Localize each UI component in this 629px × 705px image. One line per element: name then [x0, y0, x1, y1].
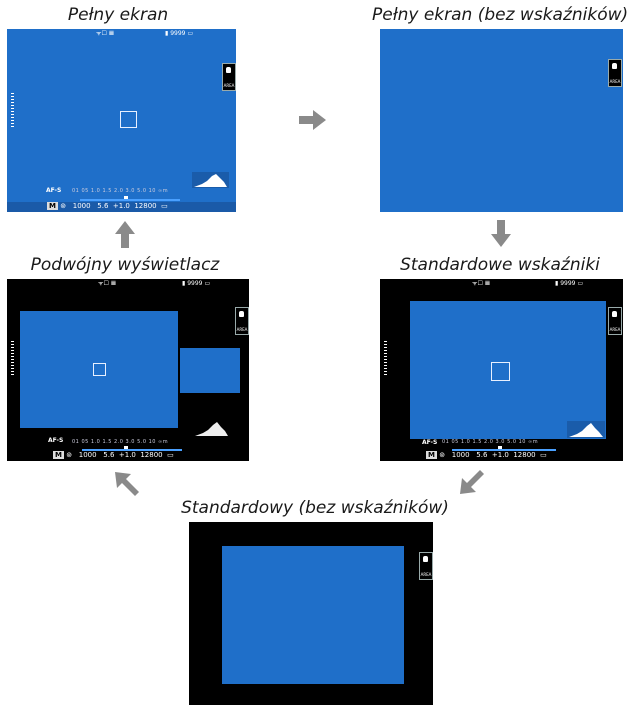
battery-icon: ▭ — [577, 280, 584, 287]
area-label: AREA — [609, 79, 621, 84]
screen-full: ᯤ☐ 𝌆 ▮ 9999 ▭ AREA AF-S 01 05 1.0 1.5 2.… — [7, 29, 236, 212]
top-left-indicators: ᯤ☐ 𝌆 — [96, 30, 115, 37]
battery-small-icon: ▭ — [161, 202, 168, 210]
arrow-up-icon — [115, 221, 135, 248]
exposure-compensation: +1.0 — [118, 451, 136, 459]
area-button[interactable]: AREA — [222, 63, 236, 91]
screen-full-no-info: AREA — [380, 29, 623, 212]
touch-icon — [239, 311, 244, 317]
battery-small-icon: ▭ — [540, 451, 547, 459]
distance-scale: 01 05 1.0 1.5 2.0 3.0 5.0 10 ∞m — [72, 188, 169, 194]
aperture: 5.6 — [103, 451, 115, 459]
metering-icon: ⊚ — [60, 202, 67, 210]
area-button[interactable]: AREA — [419, 552, 433, 580]
exposure-scale — [11, 341, 14, 377]
screen-standard-no-info: AREA — [189, 522, 433, 705]
focus-distance-bar — [82, 449, 182, 451]
touch-icon — [612, 311, 617, 317]
focus-indicator — [498, 446, 502, 449]
title-standard-info: Standardowe wskaźniki — [400, 255, 600, 275]
mode-badge: M — [53, 451, 64, 459]
aperture: 5.6 — [97, 202, 109, 210]
title-full-screen: Pełny ekran — [67, 5, 169, 25]
top-right-indicators: ▮ 9999 ▭ — [182, 280, 210, 288]
main-view — [20, 311, 178, 428]
aperture: 5.6 — [476, 451, 488, 459]
title-dual-display: Podwójny wyświetlacz — [30, 255, 220, 275]
metering-icon: ⊚ — [439, 451, 446, 459]
mode-badge: M — [426, 451, 437, 459]
focus-distance-bar — [452, 449, 556, 451]
area-label: AREA — [420, 572, 432, 577]
shutter-speed: 1000 — [72, 202, 91, 210]
screen-standard: ᯤ☐ 𝌆 ▮ 9999 ▭ AREA AF-S 01 05 1.0 1.5 2.… — [380, 279, 623, 461]
focus-frame — [120, 111, 137, 128]
focus-frame — [93, 363, 106, 376]
shutter-speed: 1000 — [78, 451, 97, 459]
arrow-down-left-icon — [460, 470, 484, 494]
distance-scale: 01 05 1.0 1.5 2.0 3.0 5.0 10 ∞m — [72, 439, 169, 445]
title-standard-no-info: Standardowy (bez wskaźników) — [181, 498, 449, 518]
card-icon: ▮ — [182, 280, 186, 287]
iso: 12800 — [140, 451, 163, 459]
area-button[interactable]: AREA — [235, 307, 249, 335]
exposure-compensation: +1.0 — [491, 451, 509, 459]
exposure-compensation: +1.0 — [112, 202, 130, 210]
af-mode: AF-S — [48, 437, 64, 444]
histogram — [192, 172, 229, 188]
area-label: AREA — [223, 83, 235, 88]
focus-indicator — [124, 196, 128, 199]
touch-icon — [226, 67, 231, 73]
shots-remaining: 9999 — [560, 280, 576, 287]
top-right-indicators: ▮ 9999 ▭ — [555, 280, 583, 288]
card-icon: ▮ — [555, 280, 559, 287]
top-left-indicators: ᯤ☐ 𝌆 — [472, 280, 491, 287]
magnified-view — [180, 348, 240, 393]
shots-remaining: 9999 — [170, 30, 186, 37]
main-view — [410, 301, 606, 439]
iso: 12800 — [134, 202, 157, 210]
histogram — [567, 421, 605, 438]
af-mode: AF-S — [46, 187, 62, 194]
arrow-down-icon — [491, 220, 511, 247]
mode-badge: M — [47, 202, 58, 210]
title-full-screen-no-info: Pełny ekran (bez wskaźników) — [372, 5, 629, 25]
histogram — [195, 422, 228, 436]
distance-scale: 01 05 1.0 1.5 2.0 3.0 5.0 10 ∞m — [442, 439, 539, 445]
touch-icon — [612, 63, 617, 69]
metering-icon: ⊚ — [66, 451, 73, 459]
area-label: AREA — [236, 327, 248, 332]
arrow-up-left-icon — [115, 472, 139, 496]
exposure-scale — [384, 341, 387, 377]
focus-indicator — [124, 446, 128, 449]
battery-small-icon: ▭ — [167, 451, 174, 459]
af-mode: AF-S — [422, 439, 438, 446]
top-left-indicators: ᯤ☐ 𝌆 — [98, 280, 117, 287]
area-button[interactable]: AREA — [608, 59, 622, 87]
area-button[interactable]: AREA — [608, 307, 622, 335]
iso: 12800 — [513, 451, 536, 459]
screen-dual: ᯤ☐ 𝌆 ▮ 9999 ▭ AREA AF-S 01 05 1.0 1.5 2.… — [7, 279, 249, 461]
main-view — [222, 546, 404, 684]
focus-distance-bar — [80, 199, 180, 201]
bottom-indicators: M ⊚ 1000 5.6 +1.0 12800 ▭ — [53, 451, 174, 460]
bottom-indicators: M ⊚ 1000 5.6 +1.0 12800 ▭ — [47, 202, 168, 211]
area-label: AREA — [609, 327, 621, 332]
bottom-strip — [7, 202, 236, 212]
exposure-scale — [11, 93, 14, 129]
card-icon: ▮ — [165, 30, 169, 37]
focus-frame — [491, 362, 510, 381]
touch-icon — [423, 556, 428, 562]
arrow-right-icon — [299, 110, 326, 130]
battery-icon: ▭ — [187, 30, 194, 37]
top-right-indicators: ▮ 9999 ▭ — [165, 30, 193, 38]
battery-icon: ▭ — [204, 280, 211, 287]
shots-remaining: 9999 — [187, 280, 203, 287]
shutter-speed: 1000 — [451, 451, 470, 459]
bottom-indicators: M ⊚ 1000 5.6 +1.0 12800 ▭ — [426, 451, 547, 460]
